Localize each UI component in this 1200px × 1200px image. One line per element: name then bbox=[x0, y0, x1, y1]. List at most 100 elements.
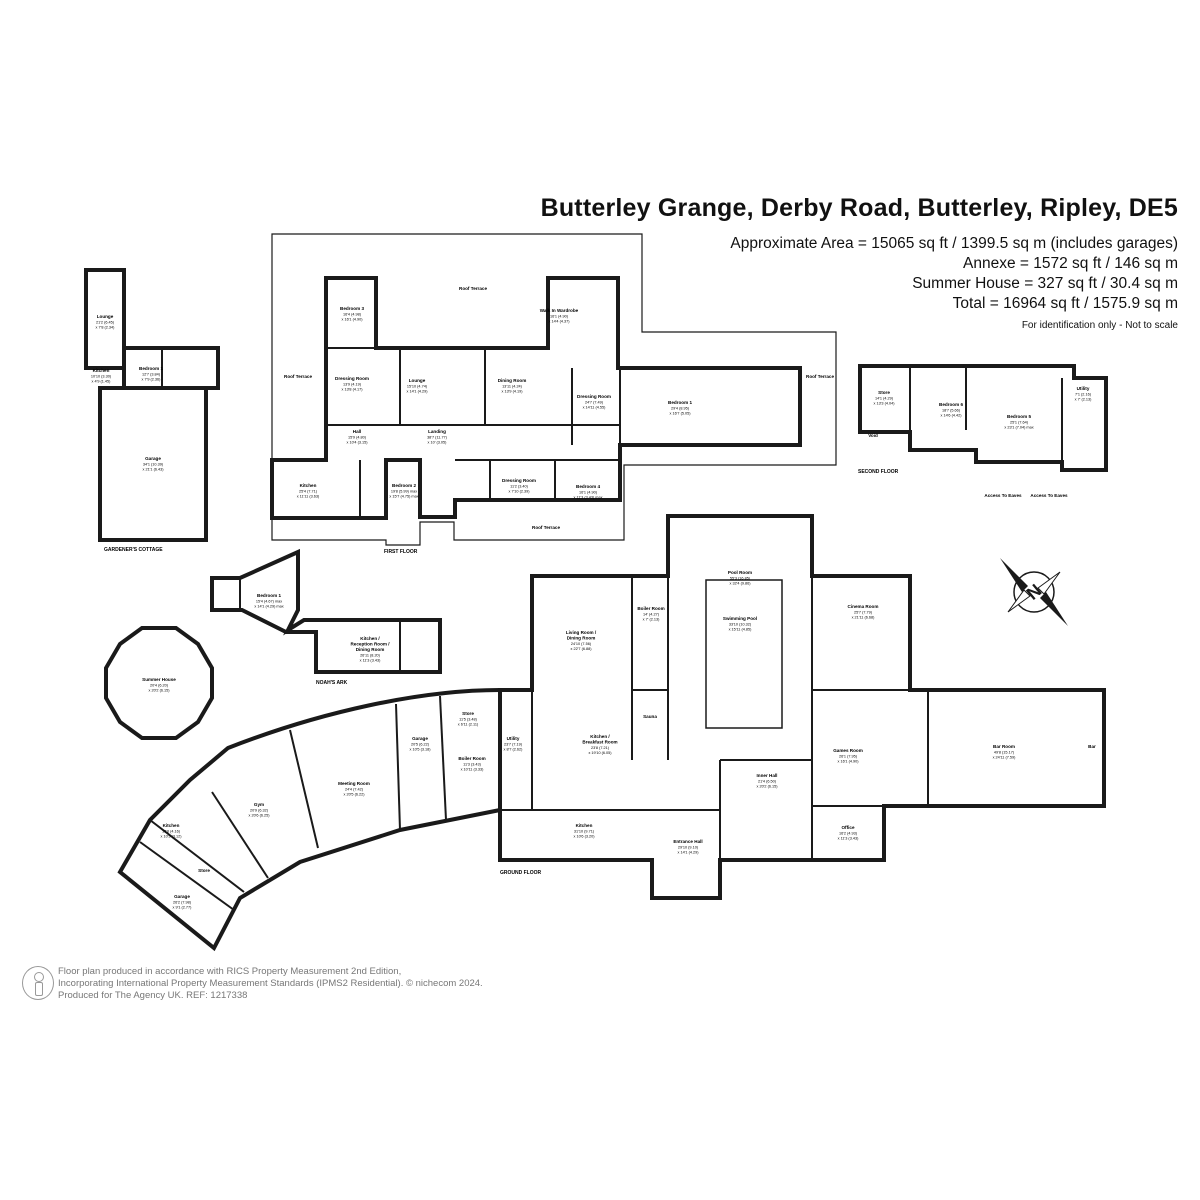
room-name: Utility bbox=[507, 736, 520, 741]
room-dimensions: 26'1 (7.95) bbox=[839, 755, 858, 759]
area-line-total: Total = 16964 sq ft / 1575.9 sq m bbox=[952, 295, 1178, 312]
room-name: Meeting Room bbox=[338, 781, 370, 786]
room-dimensions: x 7' (2.13) bbox=[643, 617, 660, 621]
room-label: Bedroom 416'1 (4.90)x 11'3 (3.43) max bbox=[574, 484, 603, 499]
room-name: Bedroom 1 bbox=[139, 366, 163, 371]
footer-line-1: Floor plan produced in accordance with R… bbox=[58, 966, 402, 977]
room-label: Roof Terrace bbox=[806, 374, 834, 379]
room-name: Roof Terrace bbox=[806, 374, 834, 379]
room-dimensions: 11'2 (3.40) bbox=[510, 485, 528, 489]
room-dimensions: x 10'6 (3.20) bbox=[574, 834, 596, 838]
room-dimensions: 18'7 (5.66) bbox=[942, 409, 961, 413]
room-dimensions: 10'10 (3.30) bbox=[91, 375, 112, 379]
room-dimensions: 14' (4.27) bbox=[643, 613, 660, 617]
room-name: Garage bbox=[174, 894, 190, 899]
room-name: Dining Room bbox=[567, 636, 596, 641]
room-name: Summer House bbox=[142, 677, 176, 682]
area-line-annexe: Annexe = 1572 sq ft / 146 sq m bbox=[963, 255, 1178, 272]
north-compass: N bbox=[1000, 558, 1068, 626]
room-dimensions: x 13'8 (4.17) bbox=[342, 387, 364, 391]
room-dimensions: 20'9 (6.32) bbox=[250, 809, 269, 813]
property-title: Butterley Grange, Derby Road, Butterley,… bbox=[540, 194, 1178, 222]
room-label: Access To Eaves bbox=[984, 493, 1022, 498]
room-dimensions: x 19'10 (6.05) bbox=[588, 751, 612, 755]
room-dimensions: 15'10 (4.74) bbox=[407, 385, 428, 389]
room-label: Bar bbox=[1088, 744, 1096, 749]
room-name: Kitchen / bbox=[590, 734, 610, 739]
room-name: Hall bbox=[353, 429, 361, 434]
room-dimensions: 34'1 (10.39) bbox=[143, 463, 164, 467]
room-name: Inner Hall bbox=[757, 773, 778, 778]
room-name: Bar bbox=[1088, 744, 1096, 749]
room-dimensions: 26'2 (7.98) bbox=[173, 901, 192, 905]
floorplan-logo-icon bbox=[22, 966, 54, 1000]
room-label: Bedroom 112'7 (3.84)x 7'9 (2.36) bbox=[139, 366, 163, 381]
room-dimensions: x 14'6 (4.42) bbox=[941, 413, 963, 417]
room-dimensions: x 20'5 (6.22) bbox=[344, 792, 366, 796]
room-name: Dressing Room bbox=[502, 478, 536, 483]
compass-north-letter: N bbox=[1023, 580, 1046, 604]
room-dimensions: 24'10 (7.56) bbox=[571, 642, 592, 646]
ground-floor-walls bbox=[498, 514, 1106, 900]
room-dimensions: 21'2 (6.45) bbox=[96, 321, 115, 325]
room-name: Pool Room bbox=[728, 570, 752, 575]
room-dimensions: x 14'4 (4.37) bbox=[549, 319, 571, 323]
room-name: Store bbox=[462, 711, 474, 716]
room-name: Lounge bbox=[97, 314, 114, 319]
room-name: Landing bbox=[428, 429, 446, 434]
label-noahs-ark: NOAH'S ARK bbox=[316, 680, 348, 686]
room-dimensions: x 14'1 (4.29) max bbox=[254, 604, 283, 608]
room-name: Store bbox=[198, 868, 210, 873]
room-dimensions: x 7' (2.13) bbox=[1075, 397, 1092, 401]
room-dimensions: 13'8 (4.16) bbox=[162, 830, 181, 834]
gardeners-cottage-walls bbox=[84, 268, 220, 542]
summer-house-walls bbox=[104, 626, 214, 740]
room-dimensions: 19'8 (5.99) max bbox=[391, 490, 417, 494]
room-name: Walk In Wardrobe bbox=[540, 308, 579, 313]
room-dimensions: x 10'11 (3.33) bbox=[461, 767, 485, 771]
label-ground-floor: GROUND FLOOR bbox=[500, 870, 541, 876]
room-dimensions: x 14'1 (4.29) bbox=[407, 389, 429, 393]
room-name: Roof Terrace bbox=[532, 525, 560, 530]
room-dimensions: x 6'11 (2.11) bbox=[458, 722, 479, 726]
room-dimensions: 20'5 (6.22) bbox=[411, 743, 430, 747]
room-dimensions: 16'4 (4.98) bbox=[343, 313, 362, 317]
room-dimensions: 13'11 (4.24) bbox=[502, 385, 523, 389]
room-dimensions: 24'7 (7.49) bbox=[585, 401, 604, 405]
room-dimensions: x 15'7 (4.75) max bbox=[389, 494, 418, 498]
room-dimensions: 15'4 (4.67) max bbox=[256, 600, 282, 604]
room-dimensions: 21'4 (6.50) bbox=[758, 780, 777, 784]
room-dimensions: 15'9 (4.80) bbox=[348, 436, 367, 440]
room-dimensions: 16'1 (4.90) bbox=[579, 491, 598, 495]
room-label: Kitchen /Reception Room /Dining Room26'1… bbox=[350, 636, 390, 662]
room-dimensions: x 13'3 (4.04) bbox=[874, 401, 896, 405]
room-dimensions: 49'8 (15.17) bbox=[994, 751, 1015, 755]
room-name: Dressing Room bbox=[335, 376, 369, 381]
room-name: Access To Eaves bbox=[984, 493, 1022, 498]
roof-terrace-outline bbox=[271, 233, 837, 546]
room-name: Sauna bbox=[643, 714, 657, 719]
room-dimensions: 31'10 (9.71) bbox=[574, 830, 595, 834]
room-dimensions: 20'4 (6.20) bbox=[150, 684, 169, 688]
room-name: Dining Room bbox=[356, 647, 385, 652]
room-dimensions: x 11'11 (3.63) bbox=[297, 494, 320, 498]
room-name: Kitchen / bbox=[360, 636, 380, 641]
room-dimensions: x 11'3 (3.43) bbox=[838, 836, 859, 840]
room-name: Bedroom 1 bbox=[257, 593, 281, 598]
